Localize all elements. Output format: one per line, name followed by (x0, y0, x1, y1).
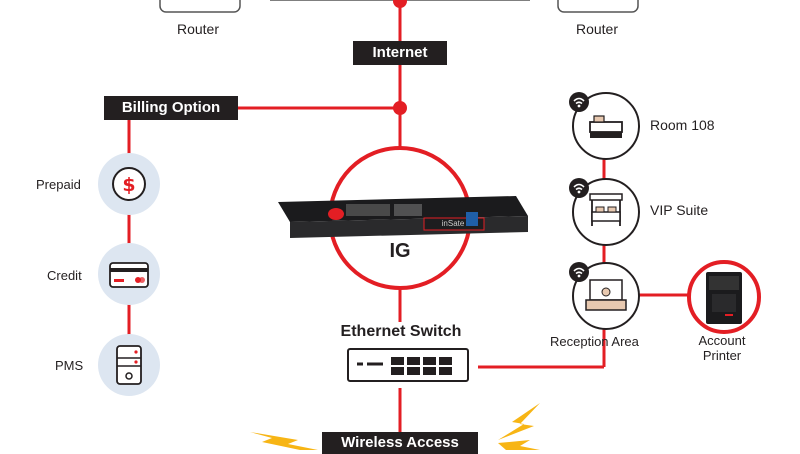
account-printer-circle (687, 260, 761, 334)
account-printer-label: Account Printer (698, 333, 746, 363)
credit-icon-bg (98, 243, 160, 305)
gateway-brand: inSate (441, 219, 465, 228)
router-right-label: Router (575, 21, 619, 37)
wifi-badge-reception (569, 262, 589, 282)
internet-label: Internet (353, 41, 447, 65)
switch-ports-icon (357, 357, 452, 375)
reception-area-circle (572, 262, 640, 330)
pms-label: PMS (55, 358, 84, 373)
wifi-icon (573, 97, 585, 108)
ethernet-switch-icon (347, 348, 469, 382)
pms-icon-bg (98, 334, 160, 396)
wifi-icon (573, 267, 585, 278)
router-left-label: Router (176, 21, 220, 37)
billing-option-label: Billing Option (104, 96, 238, 120)
canopy-bed-icon (589, 193, 623, 226)
credit-label: Credit (47, 268, 82, 283)
printer-icon (706, 272, 742, 324)
wifi-badge-vip-suite (569, 178, 589, 198)
router-junction-dot (393, 0, 407, 8)
dollar-icon: $ (112, 167, 146, 201)
vip-suite-label: VIP Suite (650, 202, 709, 218)
wireless-access-label: Wireless Access (322, 432, 478, 454)
credit-card-icon (109, 262, 149, 288)
lightning-right-bottom-icon (498, 440, 540, 450)
router-left-box (159, 0, 241, 13)
svg-text:$: $ (122, 174, 135, 196)
prepaid-label: Prepaid (36, 177, 81, 192)
reception-area-label: Reception Area (550, 334, 639, 349)
bed-icon (589, 115, 623, 138)
wifi-badge-room-108 (569, 92, 589, 112)
prepaid-icon-bg: $ (98, 153, 160, 215)
wifi-icon (573, 183, 585, 194)
room-108-label: Room 108 (650, 117, 715, 133)
lightning-right-top-icon (498, 403, 540, 440)
gateway-ring (328, 146, 472, 290)
reception-desk-icon (585, 279, 627, 311)
server-icon (116, 345, 142, 385)
ethernet-switch-label: Ethernet Switch (340, 323, 462, 340)
gateway-label: IG (389, 240, 411, 262)
router-right-box (557, 0, 639, 13)
lightning-left-icon (250, 432, 318, 450)
